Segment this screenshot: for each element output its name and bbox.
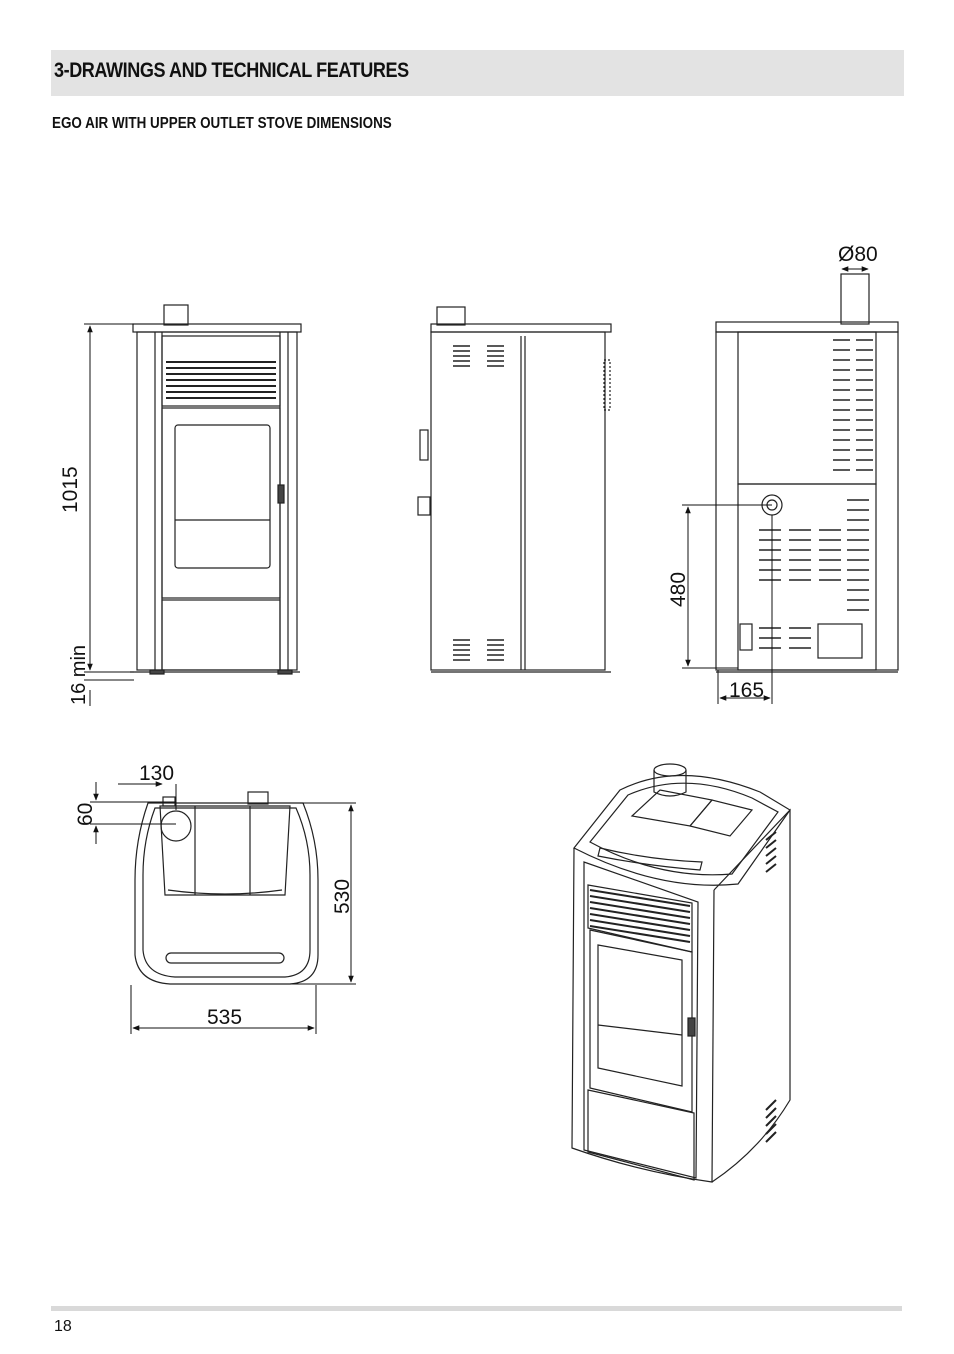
width-label: 535 (207, 1006, 242, 1029)
drawing-subtitle: EGO AIR WITH UPPER OUTLET STOVE DIMENSIO… (52, 115, 392, 132)
top-dimensions (90, 781, 356, 1034)
perspective-vents (589, 831, 777, 1143)
side-view (417, 306, 612, 673)
perspective-view (571, 763, 791, 1183)
section-header-bar (51, 50, 904, 96)
section-title: 3-DRAWINGS AND TECHNICAL FEATURES (54, 59, 409, 82)
footer-rule (51, 1306, 902, 1311)
rear-vent-slots (759, 339, 873, 649)
rear-dimensions (682, 266, 869, 704)
feet-clearance-label: 16 min (68, 645, 90, 705)
front-view (130, 304, 302, 675)
height-label: 1015 (59, 466, 82, 513)
outlet-height-label: 480 (667, 572, 690, 607)
top-outlet-side-label: 130 (139, 762, 174, 785)
flue-diameter-label: Ø80 (838, 243, 878, 266)
top-view (134, 791, 319, 985)
page-number: 18 (54, 1318, 72, 1335)
rear-view (715, 273, 899, 673)
height-dimension (84, 323, 134, 706)
depth-label: 530 (331, 879, 354, 914)
side-vent-slots (453, 345, 504, 661)
top-outlet-depth-label: 60 (74, 803, 97, 826)
outlet-offset-label: 165 (729, 679, 764, 702)
